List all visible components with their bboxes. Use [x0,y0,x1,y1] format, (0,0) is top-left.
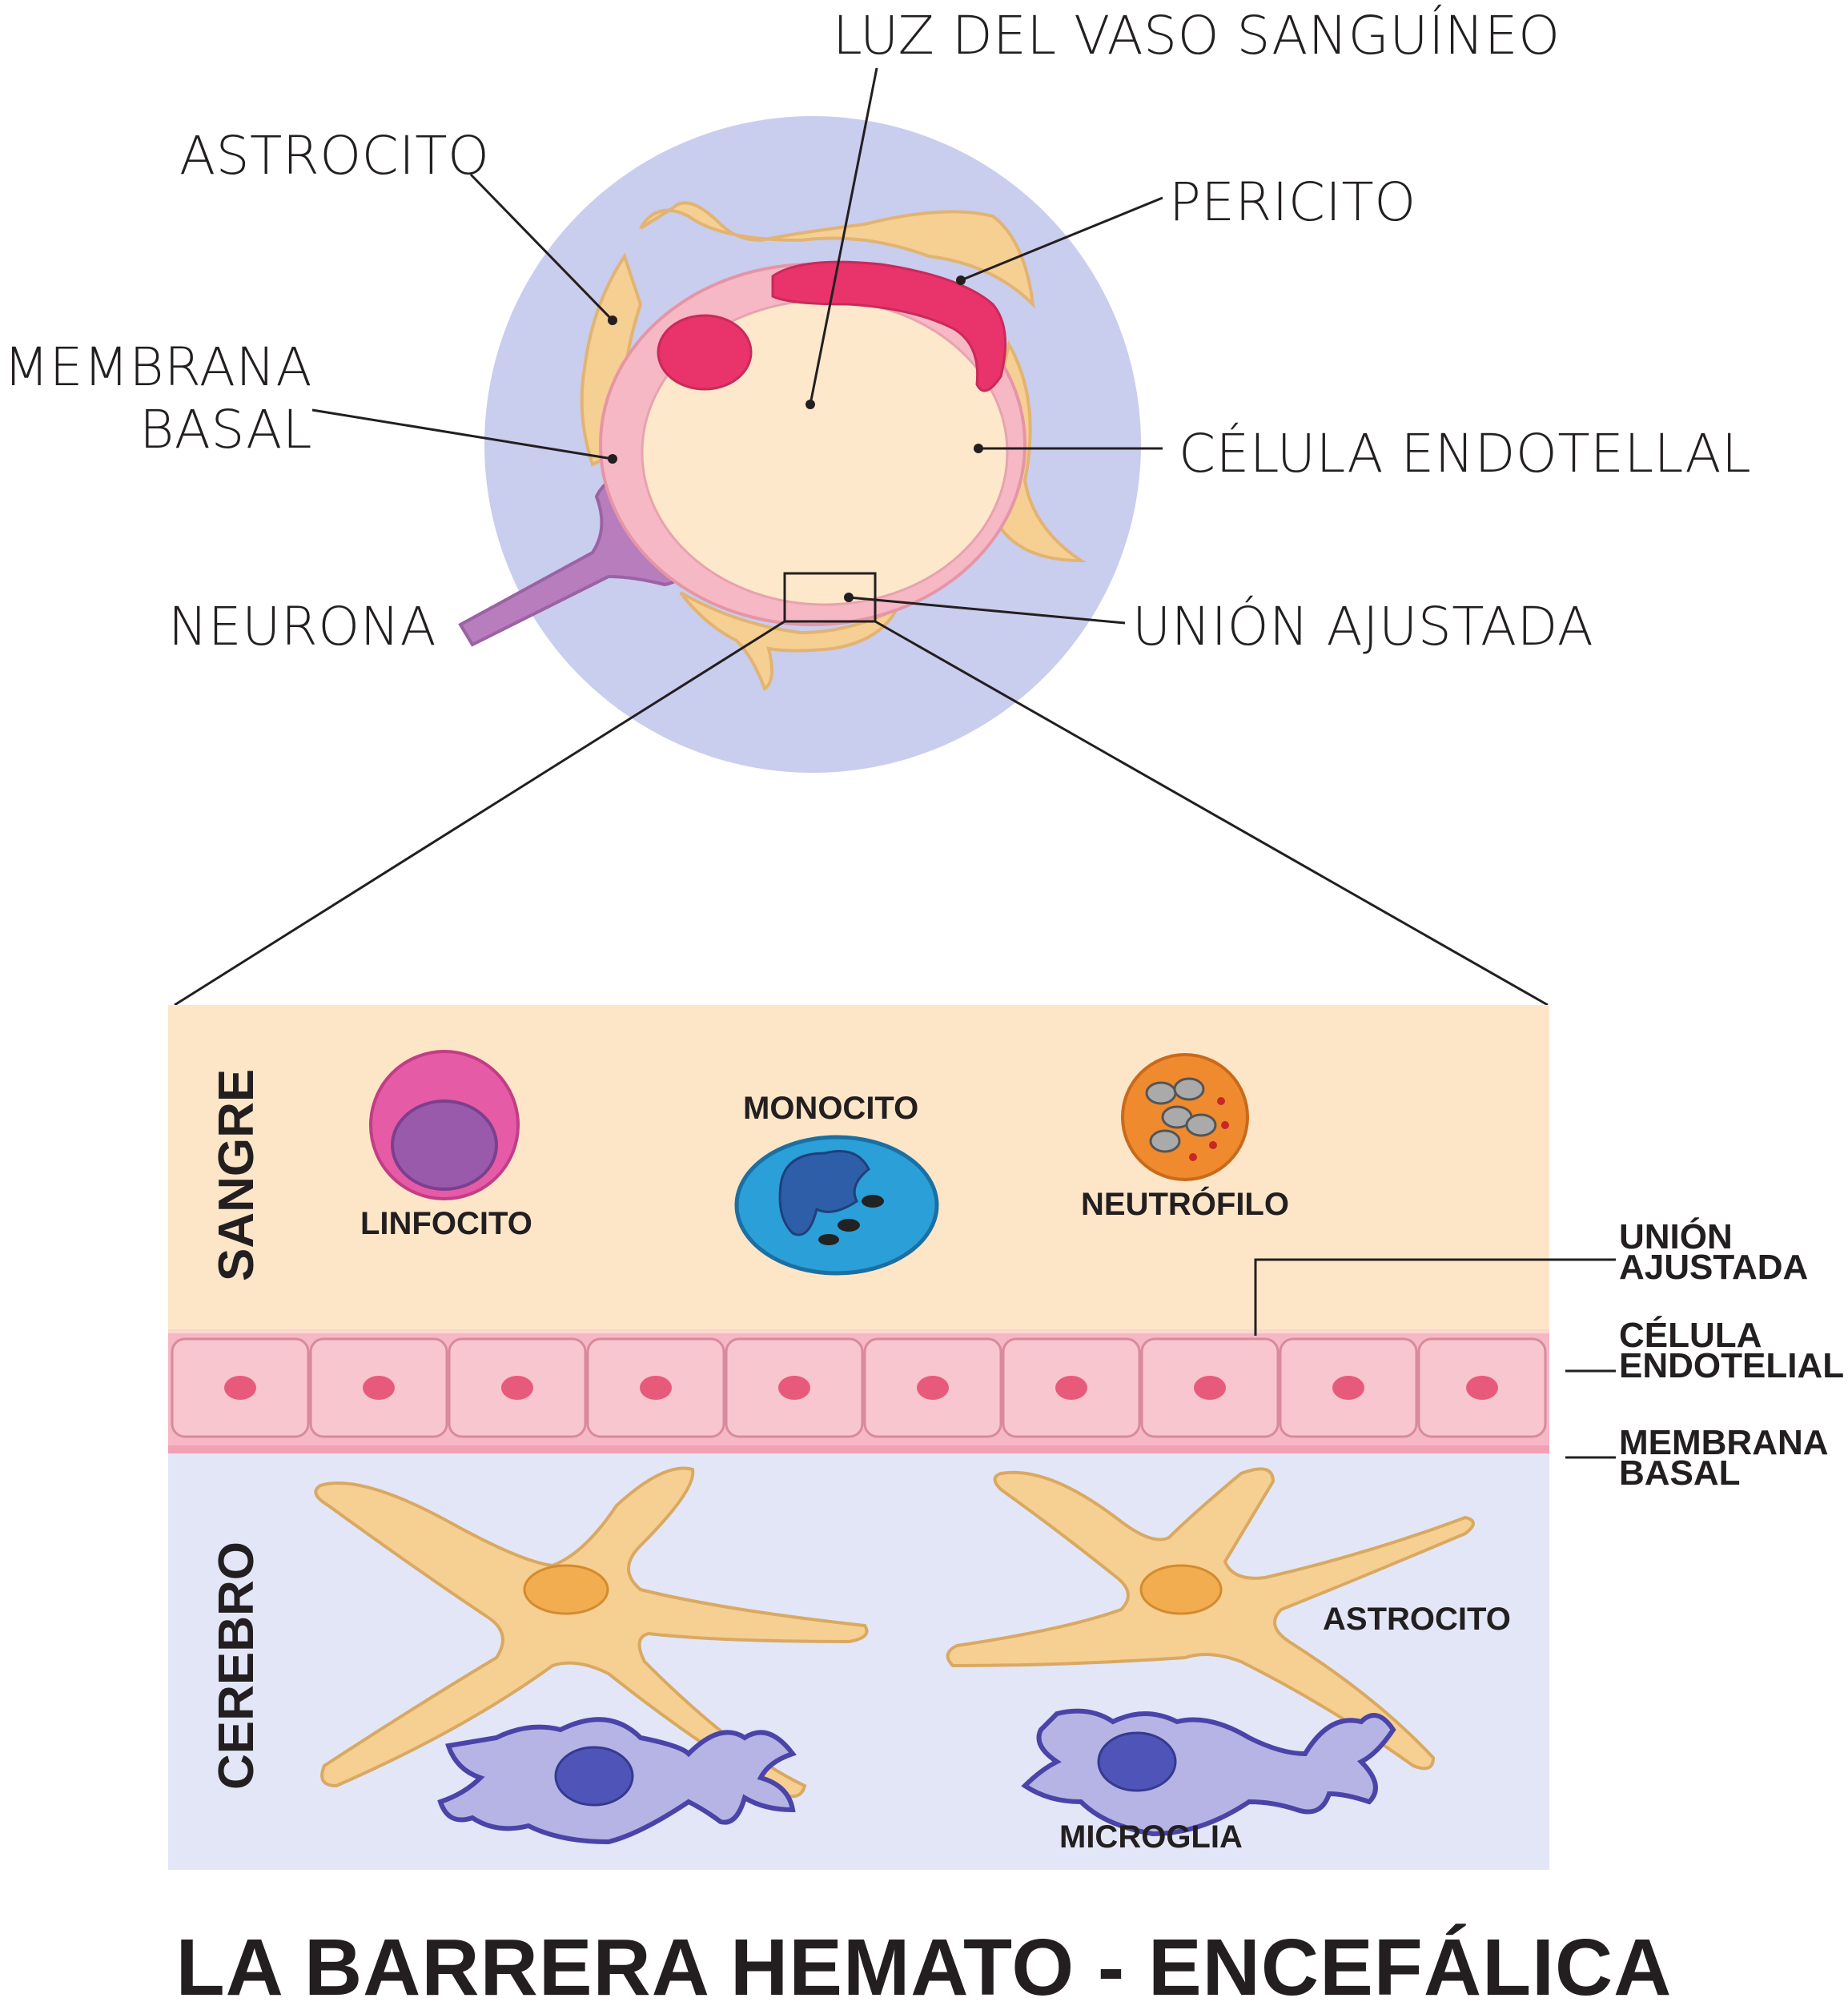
basal-side-label-line2: BASAL [1619,1453,1741,1493]
monocyte-label: MONOCITO [743,1091,919,1126]
endothelial-cell-nucleus [224,1376,256,1400]
astrocyte-label-top: ASTROCITO [179,125,490,187]
endothelial-cell-nucleus [640,1376,672,1400]
neuron-label: NEURONA [168,596,437,657]
monocyte-cell [734,1135,939,1276]
neutrophil-cell [1121,1053,1249,1181]
astrocyte-process-bottom [679,591,901,692]
astrocyte-label-panel: ASTROCITO [1323,1602,1511,1637]
diagram-title: LA BARRERA HEMATO - ENCEFÁLICA [175,1923,1673,2012]
lymphocyte-cell [369,1050,520,1200]
basal-membrane-label-line2: BASAL [139,399,312,460]
astrocyte-cell-right [946,1467,1475,1771]
endothelial-side-label-line2: ENDOTELIAL [1619,1346,1845,1385]
lymphocyte-label: LINFOCITO [360,1206,532,1241]
tight-junction-box [783,572,877,623]
detail-panel [168,1005,1616,1870]
endothelial-cell-nucleus [1055,1376,1087,1400]
endothelial-cell-nucleus [501,1376,533,1400]
endothelial-cell-nucleus [363,1376,395,1400]
endothelial-side-label-line1: CÉLULA [1619,1316,1762,1355]
tight-junction-label-top: UNIÓN AJUSTADA [1132,596,1594,657]
endothelial-nucleus [657,314,753,391]
endothelial-row [168,1333,1549,1453]
basal-membrane-band [168,1445,1549,1453]
tight-junction-side-label-line2: AJUSTADA [1619,1248,1809,1287]
tight-junction-connector [1254,1258,1616,1336]
blood-region-label: SANGRE [209,1068,264,1281]
endothelial-cell-nucleus [1332,1376,1364,1400]
endothelial-cell-label-top: CÉLULA ENDOTELLAL [1179,423,1752,484]
endothelial-cell-nucleus [778,1376,810,1400]
lumen-label: LUZ DEL VASO SANGUÍNEO [833,5,1561,66]
pericyte-label: PERICITO [1169,171,1416,233]
neutrophil-label: NEUTRÓFILO [1081,1187,1289,1222]
basal-side-label-line1: MEMBRANA [1619,1423,1829,1462]
astrocyte-process-top [639,201,1035,309]
endothelial-cell-nucleus [1194,1376,1226,1400]
endothelial-cell-nucleus [917,1376,949,1400]
microglia-label: MICROGLIA [1059,1819,1243,1855]
microglia-cell-right [1021,1708,1396,1837]
microglia-cell-left [437,1717,797,1845]
pericyte-shape [771,260,1007,392]
brain-region-label: CEREBRO [209,1541,264,1790]
basal-membrane-label-line1: MEMBRANA [3,336,312,398]
astrocyte-cell-left [314,1466,869,1799]
endothelial-cell-nucleus [1466,1376,1498,1400]
leader-dots [608,275,983,602]
vessel-cross-section [174,67,1549,1007]
leader-lines [174,67,1549,1007]
tight-junction-side-label-line1: UNIÓN [1619,1217,1733,1256]
